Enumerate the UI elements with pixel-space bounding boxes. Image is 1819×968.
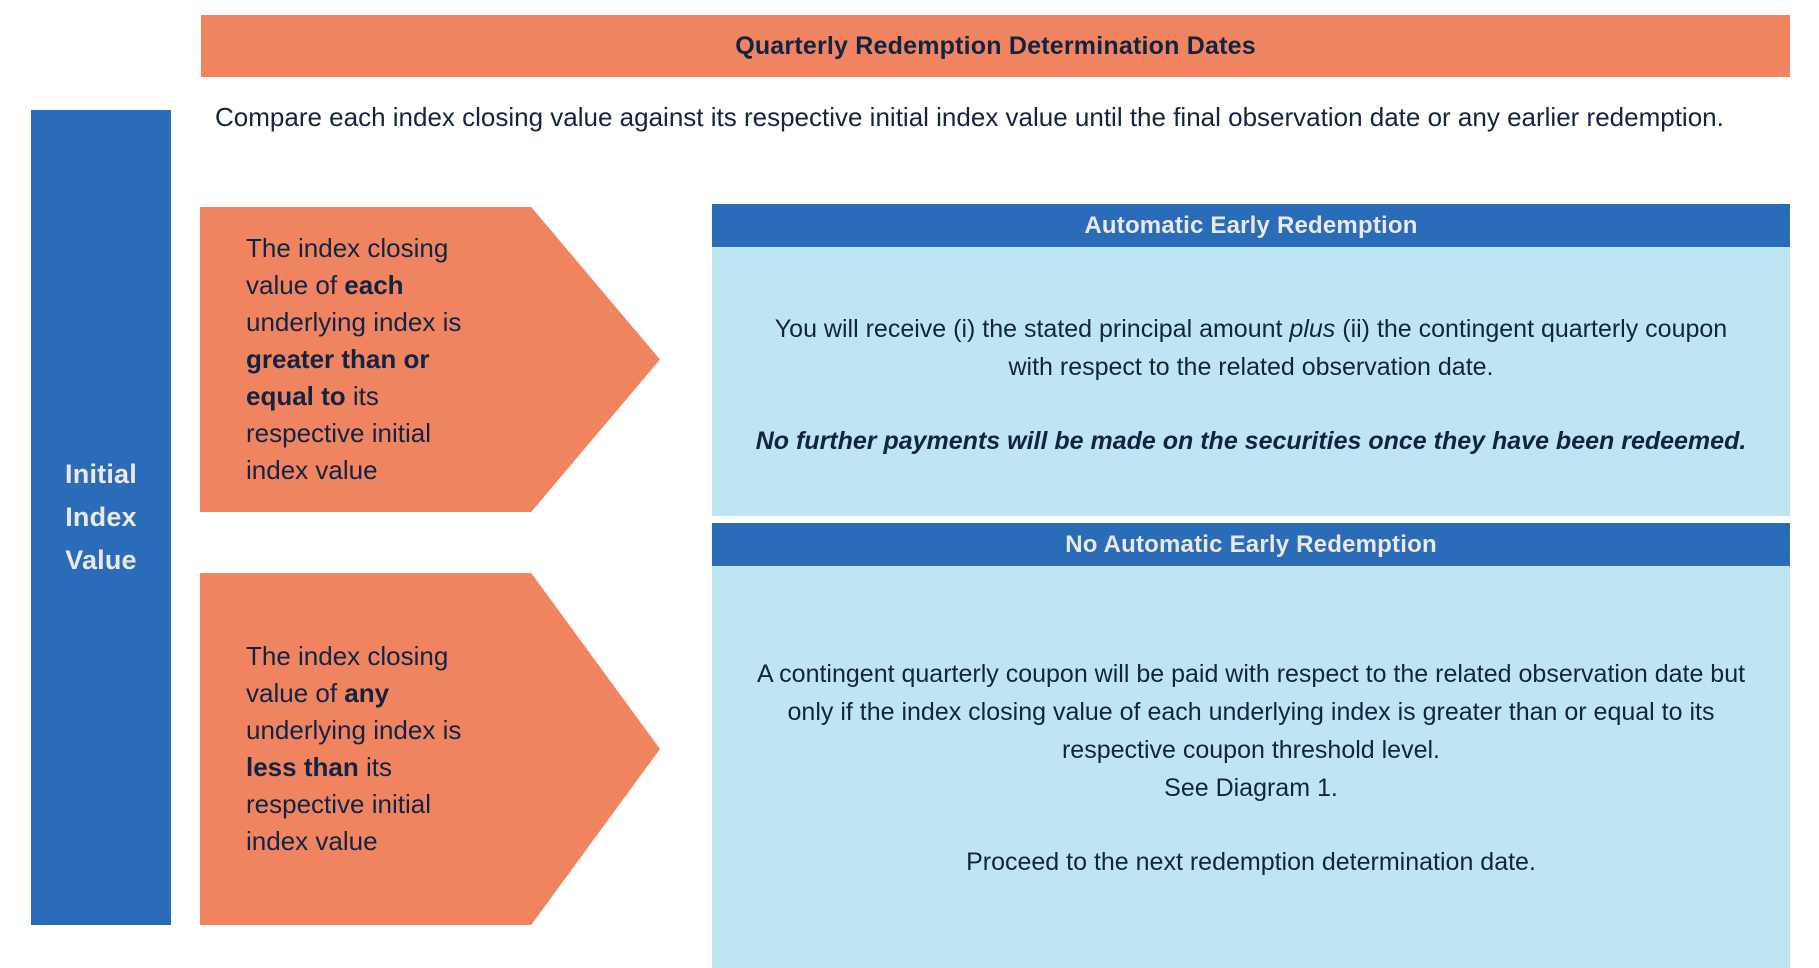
page-title-bar: Quarterly Redemption Determination Dates — [201, 15, 1790, 77]
condition-text-less-than: The index closing value of any underlyin… — [246, 641, 462, 856]
panel-title-automatic-early-redemption: Automatic Early Redemption — [1084, 211, 1418, 239]
condition-text-greater-than-or-equal: The index closing value of each underlyi… — [246, 233, 462, 485]
panel-title-no-automatic-early-redemption: No Automatic Early Redemption — [1065, 530, 1437, 558]
panel-automatic-early-redemption: Automatic Early Redemption You will rece… — [712, 204, 1790, 516]
panel-paragraph-reference: See Diagram 1. — [1164, 774, 1338, 802]
panel-header-automatic-early-redemption: Automatic Early Redemption — [712, 204, 1790, 247]
sidebar-line-1: Initial — [65, 459, 137, 489]
sidebar-line-2: Index — [65, 502, 137, 532]
panel-paragraph: You will receive (i) the stated principa… — [774, 314, 1728, 381]
sidebar-line-3: Value — [65, 545, 137, 575]
intro-paragraph: Compare each index closing value against… — [215, 102, 1724, 132]
panel-paragraph: A contingent quarterly coupon will be pa… — [756, 660, 1746, 764]
panel-body-no-automatic-early-redemption: A contingent quarterly coupon will be pa… — [712, 566, 1790, 968]
panel-header-no-automatic-early-redemption: No Automatic Early Redemption — [712, 523, 1790, 566]
panel-paragraph-proceed: Proceed to the next redemption determina… — [966, 848, 1536, 876]
panel-paragraph-emphasis: No further payments will be made on the … — [755, 426, 1747, 455]
condition-arrow-greater-than-or-equal: The index closing value of each underlyi… — [200, 207, 660, 512]
page-title: Quarterly Redemption Determination Dates — [735, 31, 1256, 60]
panel-body-automatic-early-redemption: You will receive (i) the stated principa… — [712, 247, 1790, 516]
panel-no-automatic-early-redemption: No Automatic Early Redemption A continge… — [712, 523, 1790, 968]
condition-arrow-less-than: The index closing value of any underlyin… — [200, 573, 660, 925]
initial-index-value-band: Initial Index Value — [31, 110, 171, 925]
